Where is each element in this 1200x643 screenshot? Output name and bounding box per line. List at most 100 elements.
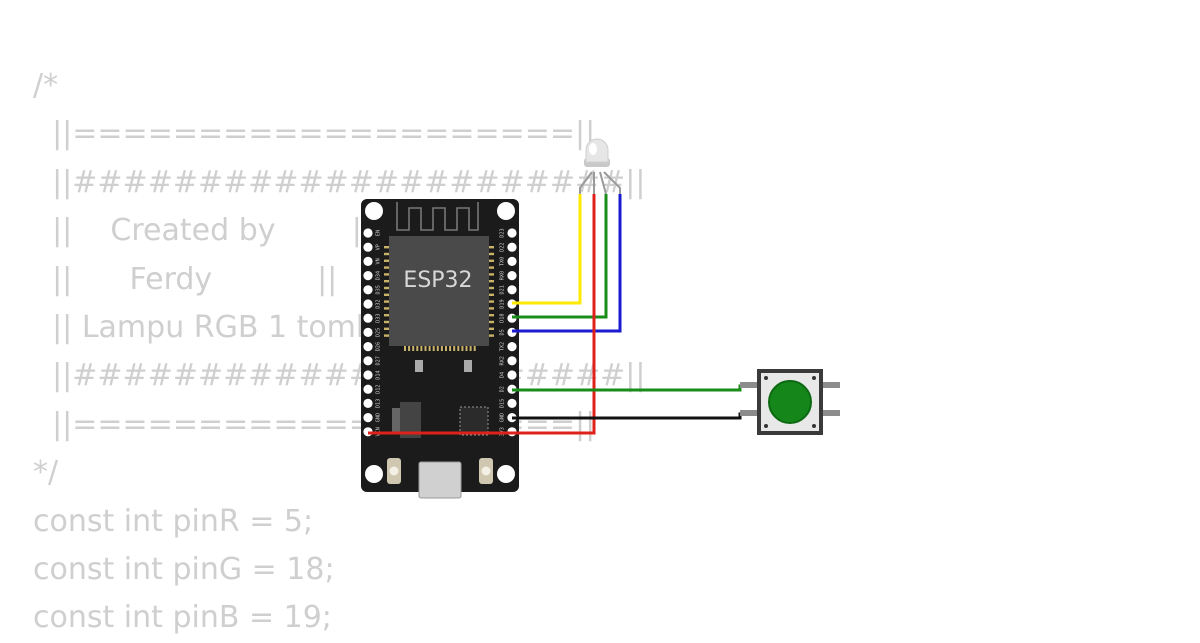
module-pad bbox=[384, 246, 390, 249]
pin-label: D13 bbox=[376, 399, 382, 408]
module-pad bbox=[384, 334, 390, 337]
module-pad bbox=[488, 259, 494, 262]
button-cap-highlight bbox=[768, 380, 812, 424]
module-pad bbox=[384, 259, 390, 262]
module-pad bbox=[384, 286, 390, 290]
pin-hole[interactable] bbox=[507, 271, 517, 281]
pin-label: D33 bbox=[376, 314, 382, 323]
smd-part bbox=[464, 360, 472, 372]
pushbutton-icon[interactable] bbox=[740, 369, 840, 435]
pin-label: D35 bbox=[376, 285, 382, 294]
rgb-led-icon[interactable] bbox=[579, 138, 621, 195]
code-line: const int pinG = 18; bbox=[33, 551, 335, 587]
module-pad bbox=[469, 345, 472, 351]
module-pad bbox=[420, 345, 423, 351]
pin-hole[interactable] bbox=[363, 384, 373, 394]
module-pad bbox=[416, 345, 419, 351]
pin-label: TX2 bbox=[500, 342, 506, 351]
button-leg bbox=[820, 410, 840, 416]
code-line: /* bbox=[33, 68, 59, 103]
wire-green-led bbox=[512, 194, 608, 319]
pin-hole[interactable] bbox=[507, 356, 517, 366]
pin-hole[interactable] bbox=[363, 242, 373, 252]
module-pad bbox=[384, 266, 390, 269]
button-corner-dot bbox=[812, 424, 816, 428]
pin-hole[interactable] bbox=[363, 327, 373, 337]
module-pad bbox=[432, 345, 435, 351]
module-pad bbox=[384, 327, 390, 330]
pin-label: D18 bbox=[500, 314, 506, 323]
pin-hole[interactable] bbox=[363, 256, 373, 266]
pin-hole[interactable] bbox=[507, 228, 517, 238]
pin-label: VN bbox=[376, 258, 382, 264]
pin-hole[interactable] bbox=[363, 370, 373, 380]
boot-button-cap bbox=[389, 466, 399, 476]
reset-button-cap bbox=[481, 466, 491, 476]
button-leg bbox=[820, 382, 840, 388]
pin-hole[interactable] bbox=[507, 398, 517, 408]
module-pad bbox=[488, 246, 494, 249]
module-pad bbox=[384, 252, 390, 256]
wire-green-button bbox=[512, 384, 756, 392]
wire-blue bbox=[512, 194, 622, 333]
module-pad bbox=[384, 300, 390, 303]
module-pad bbox=[436, 345, 439, 351]
pin-hole[interactable] bbox=[507, 342, 517, 352]
module-pad bbox=[445, 345, 447, 351]
pin-hole[interactable] bbox=[363, 413, 373, 423]
code-line: const int pinR = 5; bbox=[33, 503, 314, 539]
module-pad bbox=[488, 273, 494, 276]
pin-hole[interactable] bbox=[507, 242, 517, 252]
button-cap[interactable] bbox=[769, 381, 811, 423]
module-pad bbox=[457, 345, 460, 351]
regulator-tab bbox=[392, 408, 400, 432]
module-pad bbox=[488, 280, 494, 283]
pin-label: EN bbox=[376, 230, 382, 236]
mount-hole bbox=[365, 465, 383, 483]
pin-hole[interactable] bbox=[363, 271, 373, 281]
module-pad bbox=[488, 286, 494, 290]
pin-hole[interactable] bbox=[363, 285, 373, 295]
wire-yellow bbox=[512, 194, 582, 305]
pin-label: D12 bbox=[376, 385, 382, 394]
code-background: /* ||====================|| ||##########… bbox=[33, 62, 646, 643]
pin-label: RX2 bbox=[500, 356, 506, 365]
module-pad bbox=[488, 320, 494, 324]
pin-label: D4 bbox=[500, 372, 506, 378]
antenna-trace bbox=[396, 202, 479, 231]
led-leg bbox=[579, 171, 593, 194]
esp32-module bbox=[389, 236, 489, 346]
pin-label: D2 bbox=[500, 386, 506, 392]
pin-label: D26 bbox=[376, 342, 382, 351]
code-line: */ bbox=[33, 455, 59, 491]
mount-hole bbox=[365, 202, 383, 220]
button-corner-dot bbox=[812, 376, 816, 380]
module-pad bbox=[465, 345, 468, 351]
module-pad bbox=[453, 345, 456, 351]
pin-hole[interactable] bbox=[507, 256, 517, 266]
pin-label: D14 bbox=[376, 370, 382, 379]
regulator-chip bbox=[400, 402, 421, 438]
esp32-board[interactable]: ESP32 ENVPVND34D35D32D33D25D26D27D14D12D… bbox=[361, 199, 519, 499]
button-corner-dot bbox=[764, 424, 768, 428]
module-pads bbox=[384, 246, 494, 351]
pin-hole[interactable] bbox=[363, 342, 373, 352]
module-pad bbox=[384, 293, 390, 296]
pin-label: RX0 bbox=[500, 271, 506, 280]
pin-label: D15 bbox=[500, 399, 506, 408]
pin-hole[interactable] bbox=[363, 299, 373, 309]
pin-hole[interactable] bbox=[507, 285, 517, 295]
pin-hole[interactable] bbox=[363, 398, 373, 408]
pin-hole[interactable] bbox=[363, 228, 373, 238]
pin-hole[interactable] bbox=[507, 370, 517, 380]
module-pad bbox=[428, 345, 431, 351]
pin-label: D25 bbox=[376, 328, 382, 337]
module-pad bbox=[440, 345, 443, 351]
module-pad bbox=[384, 273, 390, 276]
pin-hole[interactable] bbox=[363, 356, 373, 366]
module-pad bbox=[488, 293, 494, 296]
button-leg bbox=[740, 410, 758, 416]
pin-hole[interactable] bbox=[363, 313, 373, 323]
pin-label: D34 bbox=[376, 271, 382, 280]
mount-hole bbox=[497, 202, 515, 220]
